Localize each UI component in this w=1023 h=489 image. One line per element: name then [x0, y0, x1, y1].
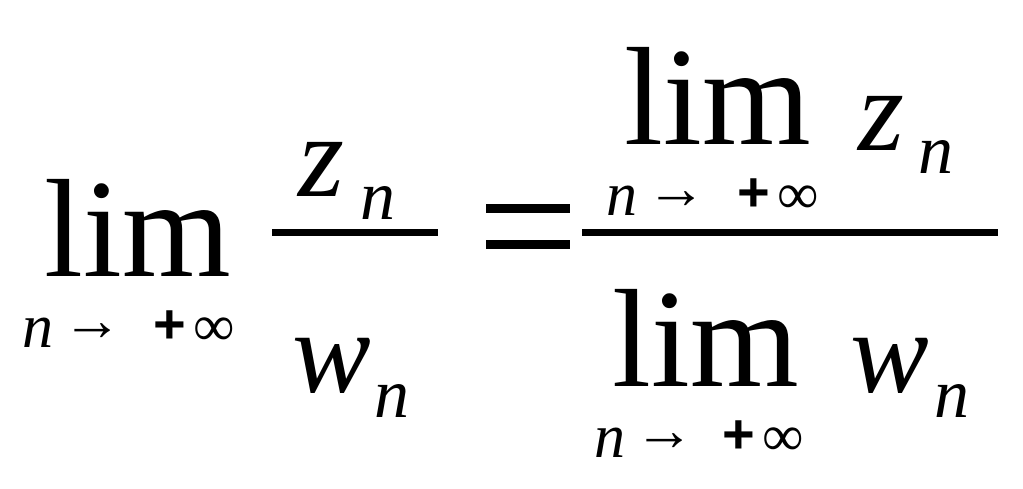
right-numerator-z: z	[858, 45, 904, 176]
right-denominator-w: w	[850, 287, 929, 418]
right-denominator-sub-n: n	[934, 356, 969, 433]
lim-right-numerator-sub-arrow: →	[646, 155, 706, 221]
left-denominator-w: w	[292, 287, 371, 418]
lim-right-denominator-sub-plus: +	[722, 402, 755, 465]
lim-left-sub-plus: +	[153, 292, 186, 355]
lim-right-denominator-sub-arrow: →	[634, 397, 694, 463]
lim-right-denominator-sub-infinity: ∞	[762, 403, 804, 468]
left-fraction-bar	[272, 229, 438, 236]
equals-sign-bottom	[486, 240, 570, 249]
lim-left-sub-infinity: ∞	[193, 293, 235, 358]
left-numerator-z: z	[298, 91, 344, 222]
equals-sign-top	[486, 204, 570, 213]
lim-right-numerator: lim	[624, 20, 811, 175]
lim-left: lim	[44, 152, 231, 307]
lim-right-denominator-sub-n: n	[594, 403, 625, 471]
lim-left-sub-arrow: →	[62, 287, 122, 353]
right-fraction-bar	[582, 229, 998, 236]
lim-left-sub-n: n	[22, 293, 53, 361]
lim-right-numerator-sub-infinity: ∞	[777, 161, 819, 226]
left-numerator-sub-n: n	[360, 158, 395, 235]
lim-right-numerator-sub-n: n	[606, 161, 637, 229]
right-numerator-sub-n: n	[918, 112, 953, 189]
left-denominator-sub-n: n	[374, 356, 409, 433]
lim-right-numerator-sub-plus: +	[737, 160, 770, 223]
lim-right-denominator: lim	[612, 262, 799, 417]
